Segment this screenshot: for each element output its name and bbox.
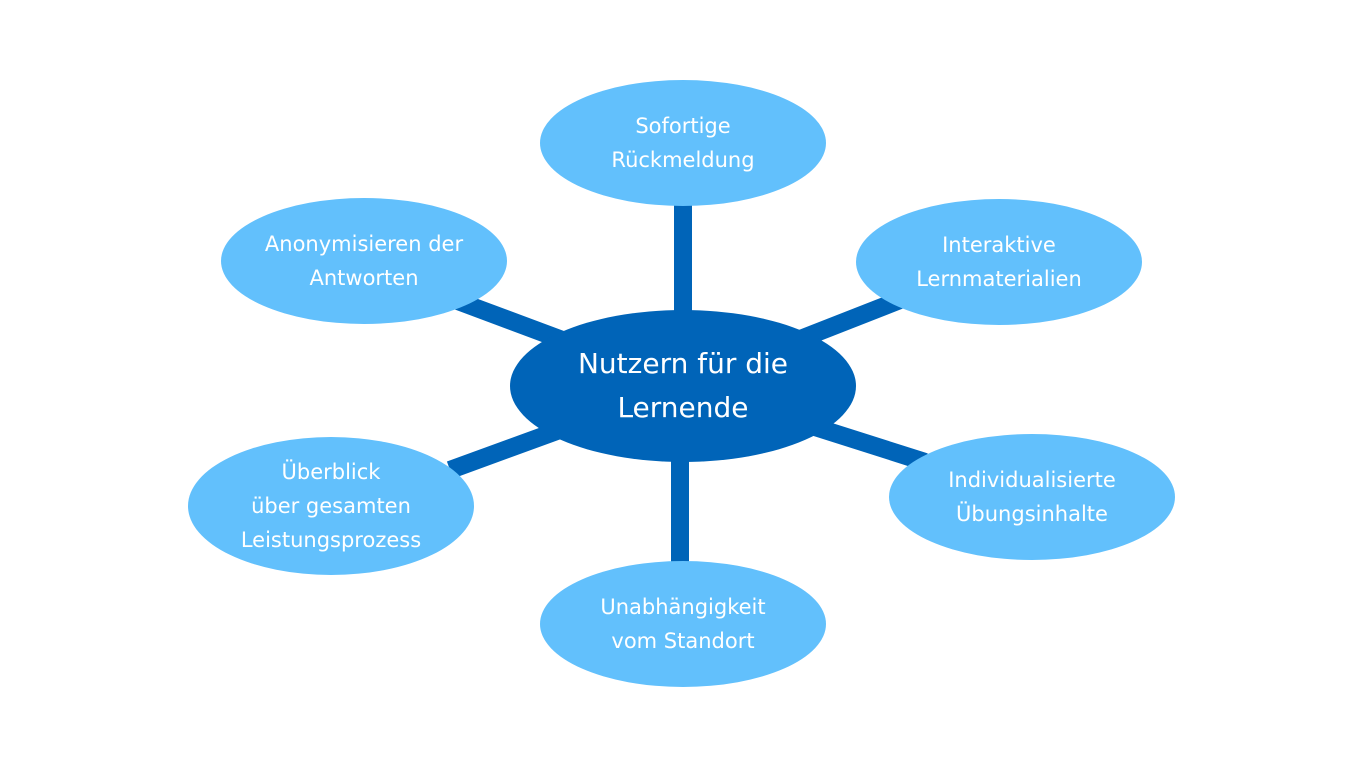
node-label: Unabhängigkeit vom Standort	[600, 595, 766, 653]
node-label: Sofortige Rückmeldung	[611, 114, 755, 172]
node-label: Überblick über gesamten Leistungsprozess	[240, 460, 422, 552]
node-individualisierte-uebungsinhalte: Individualisierte Übungsinhalte	[889, 434, 1175, 560]
node-label: Interaktive Lernmaterialien	[916, 233, 1082, 291]
center-node-label: Nutzern für die Lernende	[577, 347, 789, 424]
node-interaktive-lernmaterialien: Interaktive Lernmaterialien	[856, 199, 1142, 325]
center-node: Nutzern für die Lernende	[510, 310, 856, 462]
node-label: Anonymisieren der Antworten	[264, 232, 464, 290]
node-anonymisieren-der-antworten: Anonymisieren der Antworten	[221, 198, 507, 324]
node-label: Individualisierte Übungsinhalte	[948, 468, 1116, 526]
node-ueberblick-leistungsprozess: Überblick über gesamten Leistungsprozess	[188, 437, 474, 575]
node-sofortige-rueckmeldung: Sofortige Rückmeldung	[540, 80, 826, 206]
node-unabhaengigkeit-vom-standort: Unabhängigkeit vom Standort	[540, 561, 826, 687]
